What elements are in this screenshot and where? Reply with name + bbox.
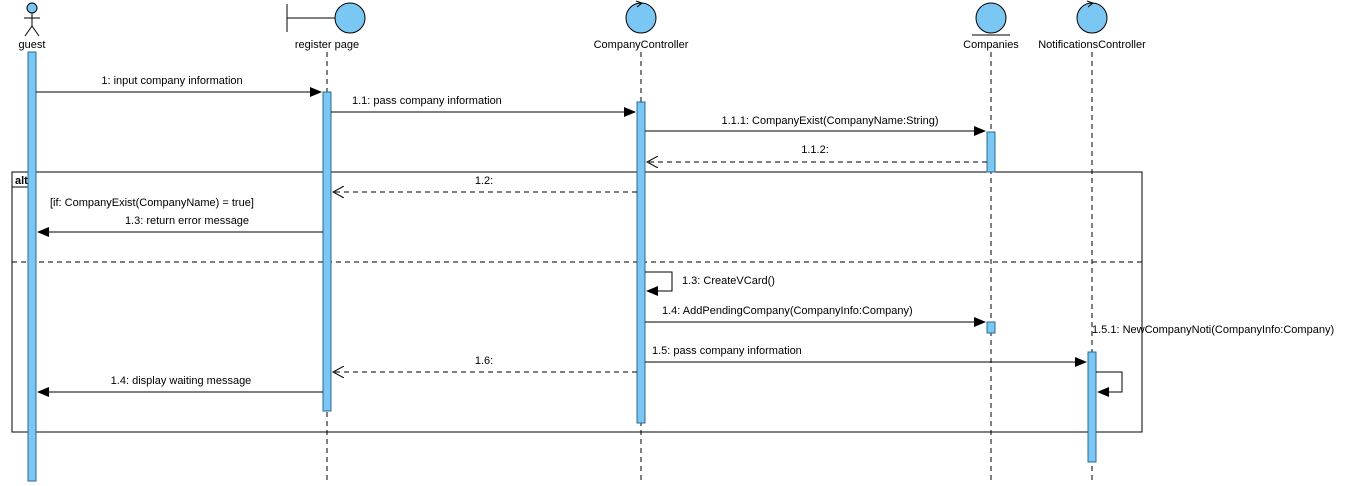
participant-register-page-label: register page <box>295 39 359 51</box>
activation-notifications-controller <box>1087 351 1097 463</box>
message-1-5-1-label: 1.5.1: NewCompanyNoti(CompanyInfo:Compan… <box>1092 324 1334 336</box>
entity-companies-icon <box>972 2 1010 36</box>
alt-operator-label: alt <box>15 175 28 187</box>
alt-guard-label: [if: CompanyExist(CompanyName) = true] <box>50 197 254 209</box>
message-1-4-wait-label: 1.4: display waiting message <box>111 375 252 387</box>
activation-companies-1 <box>986 131 996 173</box>
boundary-register-page-icon <box>286 2 366 34</box>
message-1-3-error-label: 1.3: return error message <box>125 215 249 227</box>
message-1-4-pending-label: 1.4: AddPendingCompany(CompanyInfo:Compa… <box>662 305 913 317</box>
message-1-5-1-self-arrow <box>1096 371 1123 397</box>
message-1-1-2-label: 1.1.2: <box>801 144 829 156</box>
message-1-1-label: 1.1: pass company information <box>352 95 502 107</box>
participant-company-controller-label: CompanyController <box>594 39 689 51</box>
message-1-1-1-label: 1.1.1: CompanyExist(CompanyName:String) <box>721 115 938 127</box>
message-1-label: 1: input company information <box>101 75 242 87</box>
message-1-2-label: 1.2: <box>475 175 493 187</box>
control-company-controller-icon <box>625 0 657 34</box>
message-1-3-vcard-label: 1.3: CreateVCard() <box>682 275 775 287</box>
message-1-5-label: 1.5: pass company information <box>652 345 802 357</box>
alt-fragment <box>11 171 1143 433</box>
actor-guest-icon <box>24 2 40 37</box>
control-notifications-controller-icon <box>1076 0 1108 34</box>
message-1-6-label: 1.6: <box>475 355 493 367</box>
activation-companies-2 <box>986 321 996 334</box>
participant-guest-label: guest <box>19 39 46 51</box>
message-1-3-self-arrow <box>645 271 673 296</box>
activation-register-page <box>322 91 332 412</box>
activation-guest <box>27 51 37 482</box>
participant-companies-label: Companies <box>963 39 1019 51</box>
participant-notifications-controller-label: NotificationsController <box>1038 39 1146 51</box>
activation-company-controller <box>636 101 646 424</box>
